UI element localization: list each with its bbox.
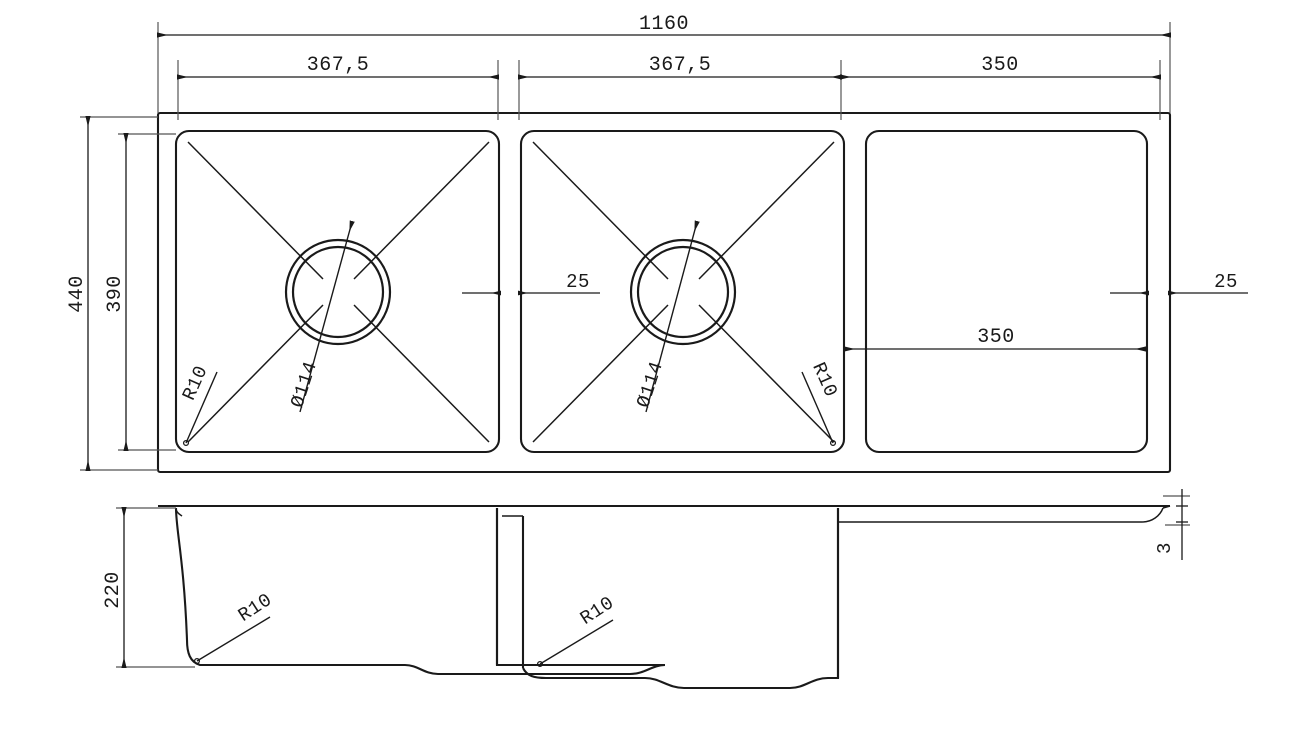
leader-r10-bowl1 bbox=[182, 371, 218, 447]
leader-d114-bowl2 bbox=[645, 220, 700, 413]
dimlabel-bowl1-width: 367,5 bbox=[307, 54, 370, 77]
leader-r10-bowl2 bbox=[801, 371, 837, 447]
section-drainer-plate-edge bbox=[1162, 505, 1171, 509]
dimlabel-r10-bowl1: R10 bbox=[178, 362, 213, 404]
section-radius-callout-2: R10 bbox=[536, 592, 618, 668]
section-dimension-group: 220 3 bbox=[102, 489, 1190, 668]
section-bowl-2-profile bbox=[522, 508, 840, 690]
dimlabel-overall-depth: 440 bbox=[66, 275, 89, 313]
center-gap-dimension: 25 bbox=[462, 271, 600, 296]
dimlabel-plate-thickness: 3 bbox=[1154, 542, 1176, 554]
bowl-2-drain bbox=[629, 238, 737, 346]
dimlabel-bowl2-width: 367,5 bbox=[649, 54, 712, 77]
drainer-inner-dimension: 350 bbox=[844, 326, 1146, 352]
section-drainer-plate bbox=[838, 507, 1164, 523]
bowl-1-drain bbox=[284, 238, 392, 346]
top-dimension-group: 1160 367,5 367,5 350 bbox=[157, 13, 1171, 120]
dimlabel-r10-section2: R10 bbox=[576, 592, 618, 630]
section-bowl-1-bend bbox=[175, 507, 183, 517]
plan-view bbox=[156, 111, 1172, 474]
drainer-outline bbox=[864, 129, 1149, 454]
dimlabel-drainer-inner: 350 bbox=[977, 326, 1015, 349]
dimlabel-gap-center: 25 bbox=[566, 271, 590, 293]
section-radius-callout-1: R10 bbox=[193, 589, 276, 665]
dimlabel-bowl-depth: 390 bbox=[104, 275, 127, 313]
dimlabel-bowl-height: 220 bbox=[102, 571, 125, 609]
dimlabel-r10-section1: R10 bbox=[234, 589, 276, 627]
dimlabel-gap-right: 25 bbox=[1214, 271, 1238, 293]
bowl-1-diagonals bbox=[187, 141, 490, 443]
leader-r10-section2 bbox=[536, 619, 614, 668]
sink-outer-outline bbox=[156, 111, 1172, 474]
dimlabel-d114-bowl2: Ø114 bbox=[632, 358, 668, 410]
leader-r10-section1 bbox=[193, 616, 271, 665]
dimlabel-drainer-width-top: 350 bbox=[981, 54, 1019, 77]
bowl-1-radius-callout: R10 bbox=[178, 362, 218, 447]
dimlabel-d114-bowl1: Ø114 bbox=[286, 358, 322, 410]
section-view bbox=[158, 504, 1171, 690]
leader-d114-bowl1 bbox=[299, 220, 355, 413]
right-gap-dimension: 25 bbox=[1110, 271, 1248, 296]
section-bowl-1-profile bbox=[174, 507, 666, 676]
dimlabel-overall-width: 1160 bbox=[639, 13, 689, 36]
left-dimension-group: 440 390 bbox=[66, 116, 176, 471]
